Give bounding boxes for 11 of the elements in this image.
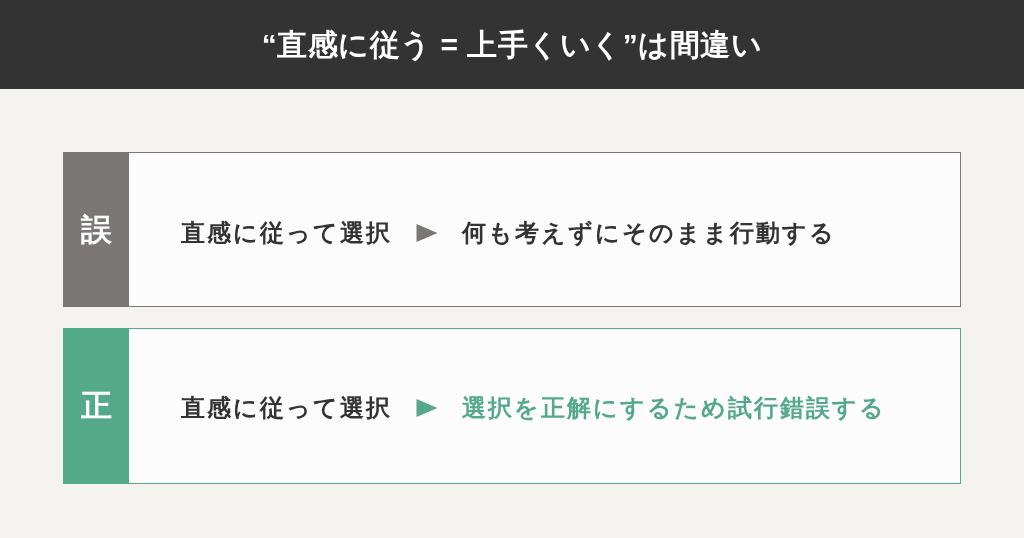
step-text: 直感に従って選択: [181, 393, 392, 423]
label-tab: 正: [63, 328, 129, 484]
label-tab: 誤: [63, 152, 129, 307]
title: “直感に従う = 上手くいく”は間違い: [261, 26, 763, 63]
row-panel: [63, 152, 961, 307]
arrow: [416, 224, 438, 242]
arrow: [416, 399, 438, 417]
step-text: 何も考えずにそのまま行動する: [462, 218, 836, 248]
step-text: 選択を正解にするため試行錯誤する: [462, 393, 886, 423]
step-text: 直感に従って選択: [181, 218, 392, 248]
row-panel: [63, 328, 961, 484]
